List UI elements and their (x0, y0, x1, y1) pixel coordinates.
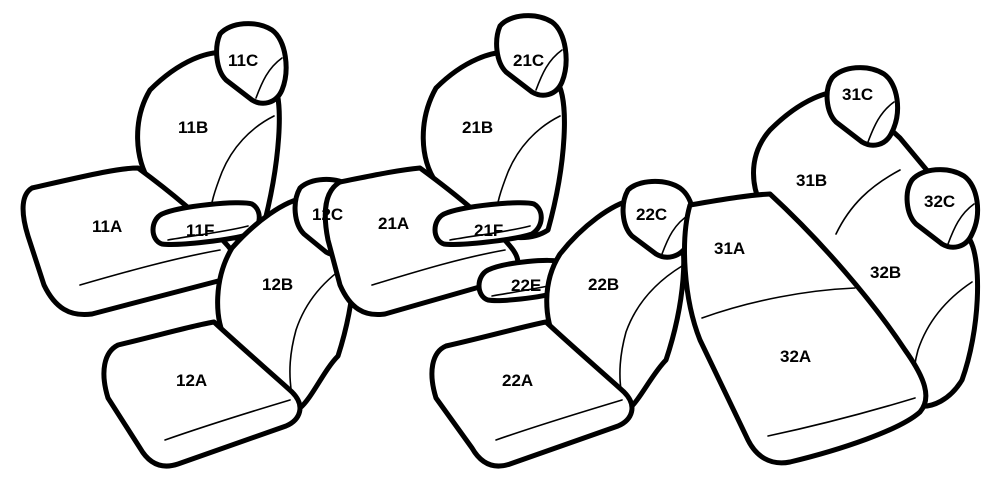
label-22c: 22C (636, 205, 667, 224)
seat-11-headrest-seam (255, 57, 283, 99)
label-32a: 32A (780, 347, 811, 366)
seat-22-backrest-seam (619, 265, 683, 399)
seat-21-headrest (494, 13, 569, 98)
label-12c: 12C (312, 205, 343, 224)
label-11c: 11C (228, 51, 258, 70)
seat-21-armrest (432, 200, 544, 247)
seat-22-cushion (429, 319, 635, 469)
label-31c: 31C (842, 85, 873, 104)
seat-11-armrest-seam (167, 225, 249, 241)
seat-31-32-backrest-divider (835, 169, 901, 235)
label-22a: 22A (502, 371, 533, 390)
label-31a: 31A (714, 239, 745, 258)
label-21b: 21B (462, 118, 493, 137)
seat-21 (322, 13, 569, 318)
label-21a: 21A (378, 214, 409, 233)
label-11f: 11F (186, 221, 214, 240)
seat-32-cushion-seam (767, 397, 916, 437)
seat-32-headrest-seam (947, 203, 975, 245)
seat-11-cushion-seam (79, 249, 221, 286)
label-32b: 32B (870, 263, 901, 282)
label-22e: 22E (511, 276, 541, 295)
seat-11 (20, 21, 289, 318)
seat-31-32-cushion-seam (701, 287, 856, 319)
seat-12-backrest-seam (289, 261, 353, 397)
seat-31-32-cushion (682, 191, 929, 466)
seat-11-headrest (214, 21, 289, 106)
label-22b: 22B (588, 275, 619, 294)
seat-bench-3 (682, 65, 981, 466)
label-12a: 12A (176, 371, 207, 390)
seat-12-cushion-seam (164, 399, 291, 441)
label-11a: 11A (92, 217, 122, 236)
seat-21-armrest-seam (449, 225, 531, 241)
label-21f: 21F (474, 221, 503, 240)
seat-31-headrest-seam (867, 101, 895, 143)
seat-21-cushion-seam (371, 249, 506, 286)
label-12b: 12B (262, 275, 293, 294)
label-32c: 32C (924, 192, 955, 211)
seat-12-cushion (101, 319, 303, 469)
label-21c: 21C (513, 51, 544, 70)
seat-22 (429, 179, 696, 469)
seat-21-headrest-seam (535, 49, 563, 91)
label-31b: 31B (796, 171, 827, 190)
seat-31-headrest (824, 65, 900, 148)
label-11b: 11B (178, 118, 208, 137)
seat-32-headrest (904, 167, 980, 250)
seat-22-cushion-seam (495, 399, 623, 441)
